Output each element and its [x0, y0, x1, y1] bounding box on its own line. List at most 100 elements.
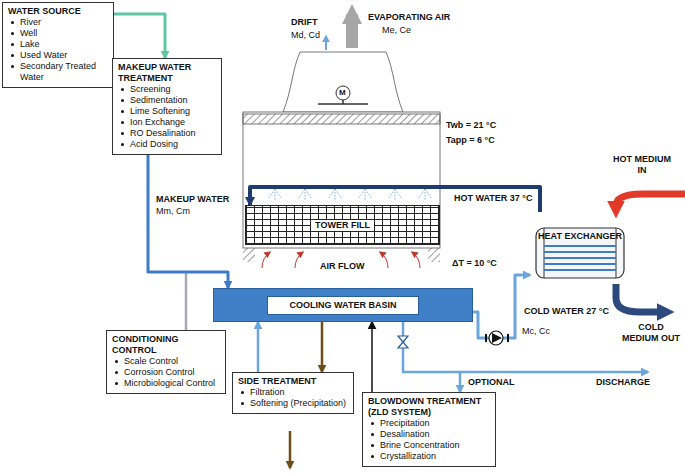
fan-stack — [283, 52, 403, 112]
flow-connector — [257, 322, 260, 372]
box-heading: CONDITIONING CONTROL — [112, 334, 220, 356]
bullet-item: Microbiological Control — [112, 378, 220, 389]
spray-nozzle — [328, 189, 342, 200]
air-flow-arrows — [262, 252, 270, 268]
pipe-flange — [507, 334, 509, 342]
tube — [544, 263, 616, 265]
tube — [544, 269, 616, 271]
basin-label: COOLING WATER BASIN — [267, 296, 420, 315]
heat-exchanger: HEAT EXCHANGER — [530, 212, 630, 284]
fan-blades — [342, 100, 344, 104]
flow-connector — [321, 322, 324, 372]
evaporating-air-arrow — [352, 14, 353, 48]
discharge-line — [460, 371, 648, 374]
flow-connector — [114, 14, 165, 58]
spray-nozzle — [268, 189, 282, 200]
pipe-symbols — [398, 331, 509, 348]
fan-blades — [318, 100, 368, 104]
spray-nozzle — [358, 189, 372, 200]
pipe-flange — [485, 334, 487, 342]
spray-nozzle — [298, 189, 312, 200]
callout-label: COLD MEDIUM OUT — [620, 322, 682, 344]
motor-symbol — [336, 86, 350, 100]
bullet-item: Acid Dosing — [118, 139, 216, 150]
bullet-item: Lime Softening — [118, 106, 216, 117]
spray-nozzle — [418, 189, 432, 200]
callout-label: HOT MEDIUM IN — [612, 154, 672, 176]
side-treatment-box: SIDE TREATMENTFiltrationSoftening (Preci… — [232, 372, 354, 414]
flow-label: MAKEUP WATER — [154, 194, 231, 205]
flow-label: OPTIONAL — [466, 377, 517, 388]
treatment-box: MAKEUP WATER TREATMENTScreeningSedimenta… — [112, 58, 222, 155]
air-flow-arrows — [412, 252, 420, 268]
callout-label: Mc, Cc — [522, 326, 550, 337]
drift-arrow — [326, 36, 327, 50]
tube — [544, 245, 616, 247]
bullet-item: Secondary Treated Water — [8, 61, 108, 83]
bullet-item: Filtration — [238, 387, 348, 398]
bullet-item: Softening (Precipitation) — [238, 398, 348, 409]
callout-label: M — [339, 88, 346, 98]
valve-symbol — [398, 336, 408, 348]
box-heading: BLOWDOWN TREATMENT (ZLD SYSTEM) — [368, 396, 490, 418]
callout-label: Twb = 21 °C — [446, 120, 496, 131]
callout-label: EVAPORATING AIR — [368, 12, 450, 23]
conditioning-line — [186, 272, 187, 330]
tube — [544, 257, 616, 259]
tower-legs — [428, 248, 440, 262]
tower-body — [243, 112, 440, 248]
blowdown-box: BLOWDOWN TREATMENT (ZLD SYSTEM)Precipita… — [362, 392, 496, 467]
bullet-item: Scale Control — [112, 356, 220, 367]
tower-fill: TOWER FILL — [245, 205, 440, 245]
exchanger-shape — [530, 212, 630, 284]
source-box: WATER SOURCERiverWellLakeUsed WaterSecon… — [2, 2, 114, 88]
bullet-item: Precipitation — [368, 418, 490, 429]
cold-medium-arrow — [616, 284, 662, 312]
cold-medium-arrow — [616, 284, 662, 312]
evaporating-air-arrow — [346, 14, 358, 48]
callout-label: Md, Cd — [291, 30, 320, 41]
pump-symbol — [489, 331, 503, 345]
callout-label: ΔT = 10 °C — [452, 258, 497, 269]
hot-medium-arrow — [616, 194, 685, 206]
bullet-item: Well — [8, 28, 108, 39]
callout-label: Me, Ce — [382, 25, 411, 36]
side-outlet-arrow — [289, 431, 292, 468]
bullet-item: Ion Exchange — [118, 117, 216, 128]
tower-legs — [243, 248, 255, 262]
bullet-item: Desalination — [368, 429, 490, 440]
flow-label: COLD WATER 27 °C — [522, 306, 611, 317]
bullet-item: Screening — [118, 84, 216, 95]
tower-body — [243, 114, 440, 124]
tower-legs — [243, 248, 440, 262]
box-heading: SIDE TREATMENT — [238, 376, 348, 387]
bullet-item: Corrosion Control — [112, 367, 220, 378]
conditioning-box: CONDITIONING CONTROLScale ControlCorrosi… — [106, 330, 226, 394]
bullet-item: Lake — [8, 39, 108, 50]
discharge-line — [460, 372, 648, 373]
flow-connector — [148, 155, 228, 288]
bullet-item: Crystallization — [368, 451, 490, 462]
callout-label: DRIFT — [291, 17, 318, 28]
tower-body — [243, 112, 440, 248]
air-flow-arrows — [295, 252, 303, 268]
bullet-item: Sedimentation — [118, 95, 216, 106]
cooling-basin: COOLING WATER BASIN — [213, 288, 473, 322]
tube — [544, 251, 616, 253]
bullet-item: Brine Concentration — [368, 440, 490, 451]
bullet-item: RO Desalination — [118, 128, 216, 139]
spray-nozzle — [388, 189, 402, 200]
flow-connector — [403, 322, 460, 392]
drift-arrow — [325, 36, 327, 50]
motor-symbol — [336, 86, 350, 100]
callout-label: AIR FLOW — [320, 261, 365, 272]
pump-symbol — [492, 333, 502, 343]
bullet-item: Used Water — [8, 50, 108, 61]
exchanger-label: HEAT EXCHANGER — [530, 212, 630, 242]
air-flow-arrows — [380, 252, 388, 268]
conditioning-line — [185, 272, 188, 330]
flow-label: HOT WATER 37 °C — [452, 193, 534, 204]
side-outlet-arrow — [290, 431, 291, 468]
box-heading: MAKEUP WATER TREATMENT — [118, 62, 216, 84]
hot-medium-arrow — [616, 194, 685, 206]
